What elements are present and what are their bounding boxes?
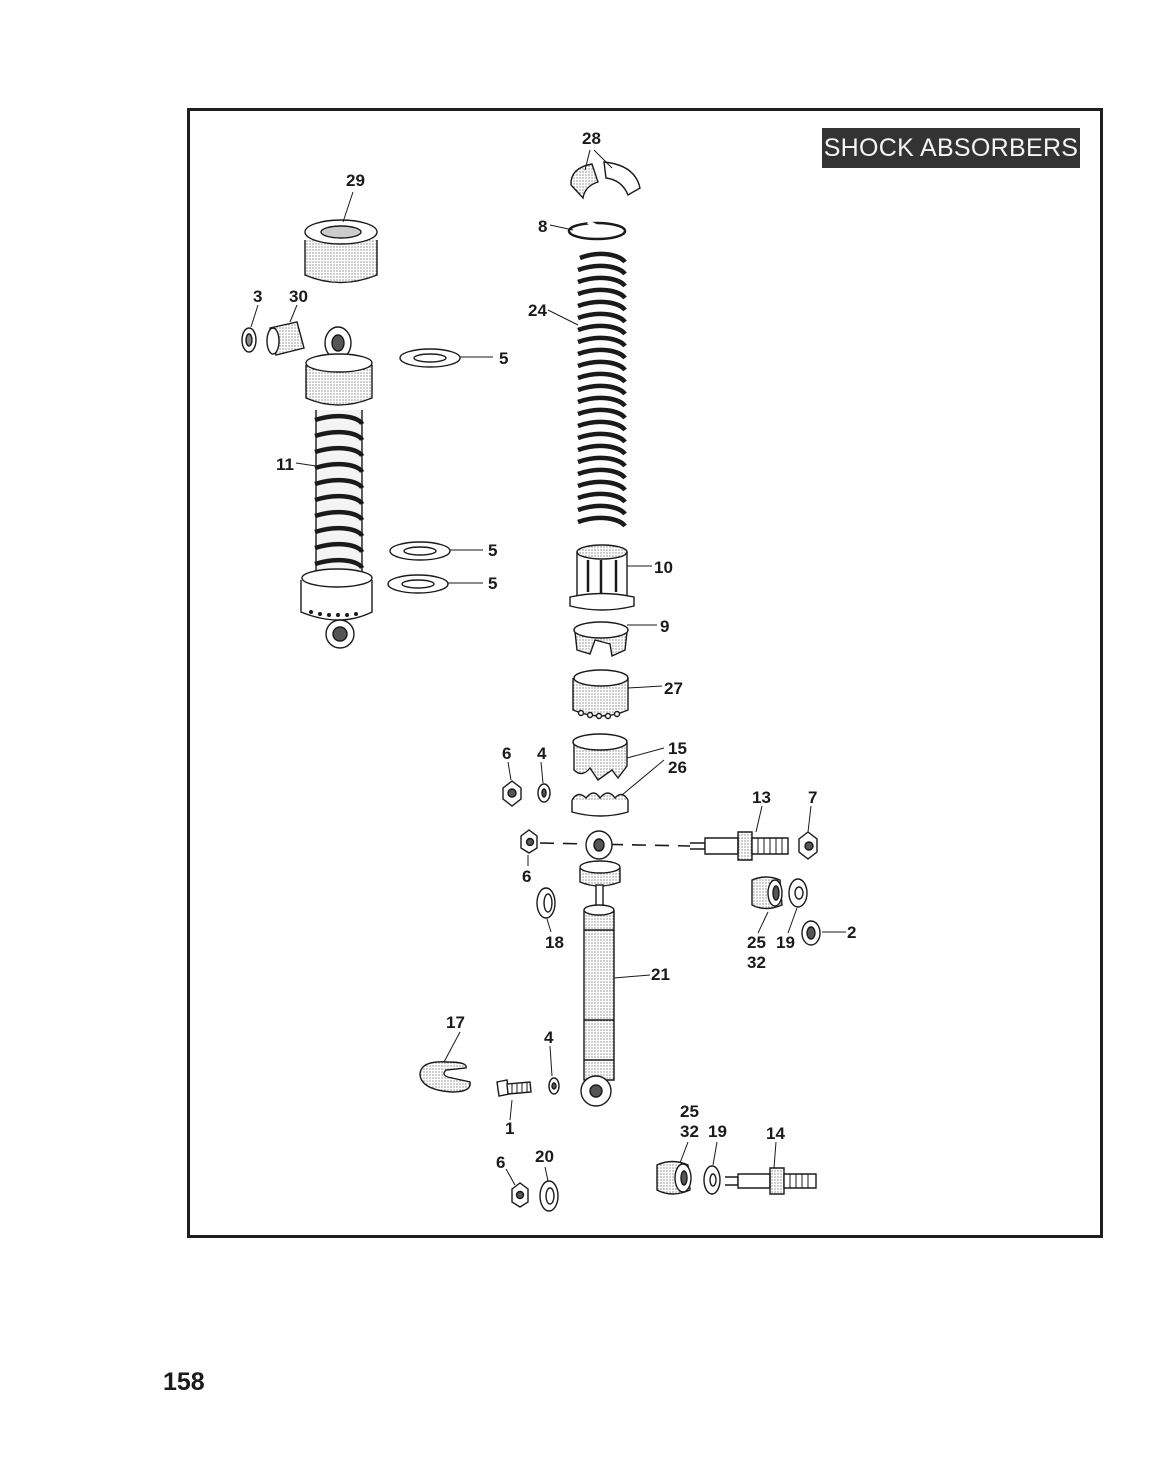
callout-6-lower: 6 xyxy=(496,1153,505,1172)
part-4-washer-upper xyxy=(537,783,551,803)
callout-17: 17 xyxy=(446,1013,465,1032)
callout-24: 24 xyxy=(528,301,547,320)
callout-18: 18 xyxy=(545,933,564,952)
callout-7: 7 xyxy=(808,788,817,807)
callout-30: 30 xyxy=(289,287,308,306)
callout-6-upper: 6 xyxy=(502,744,511,763)
section-title: SHOCK ABSORBERS xyxy=(822,128,1080,168)
callout-5-top: 5 xyxy=(499,349,508,368)
callout-5-middle: 5 xyxy=(488,541,497,560)
callout-3: 3 xyxy=(253,287,262,306)
callout-21: 21 xyxy=(651,965,670,984)
part-4-washer-lower xyxy=(548,1077,560,1095)
callout-10: 10 xyxy=(654,558,673,577)
part-18-bushing xyxy=(536,887,556,919)
callout-4-upper: 4 xyxy=(537,744,547,763)
callout-28: 28 xyxy=(582,129,601,148)
part-19-washer-upper xyxy=(788,878,808,908)
part-21-shock-body xyxy=(579,830,621,1107)
part-6-nut-middle xyxy=(520,829,538,854)
part-5-washer-bottom xyxy=(387,574,449,594)
part-19-washer-lower xyxy=(703,1165,721,1195)
part-2-washer xyxy=(801,920,821,946)
callout-27: 27 xyxy=(664,679,683,698)
part-6-nut-lower xyxy=(511,1182,529,1208)
part-5-washer-middle xyxy=(389,541,451,561)
part-27-adjuster xyxy=(572,669,629,720)
part-7-nut xyxy=(798,831,818,860)
part-1-bolt xyxy=(496,1079,532,1097)
part-14-stud xyxy=(725,1167,817,1195)
callout-8: 8 xyxy=(538,217,547,236)
part-28-split-keepers xyxy=(570,161,641,200)
part-11-shock-assembly xyxy=(300,326,373,649)
part-3-washer xyxy=(241,327,257,353)
callout-6-middle: 6 xyxy=(522,867,531,886)
part-17-clip xyxy=(419,1061,471,1093)
alignment-dashed-line xyxy=(539,842,691,847)
part-15-cam xyxy=(572,733,628,781)
part-8-retaining-ring xyxy=(567,220,627,241)
callout-labels: 29 3 30 5 11 5 5 28 8 24 10 9 27 15 26 6… xyxy=(253,129,856,1172)
callout-2: 2 xyxy=(847,923,856,942)
callout-11: 11 xyxy=(276,455,294,474)
callout-25-upper: 25 xyxy=(747,933,766,952)
callout-1: 1 xyxy=(505,1119,514,1138)
callout-5-bottom: 5 xyxy=(488,574,497,593)
part-6-nut-upper xyxy=(502,780,522,807)
part-25-bushing-upper xyxy=(751,876,783,910)
callout-14: 14 xyxy=(766,1124,785,1143)
callout-26: 26 xyxy=(668,758,687,777)
callout-19-lower: 19 xyxy=(708,1122,727,1141)
callout-25-lower: 25 xyxy=(680,1102,699,1121)
part-30-bushing xyxy=(266,321,305,356)
callout-32-upper: 32 xyxy=(747,953,766,972)
page-number: 158 xyxy=(163,1368,205,1396)
callout-19-upper: 19 xyxy=(776,933,795,952)
part-25-bushing-lower xyxy=(656,1160,692,1195)
callout-13: 13 xyxy=(752,788,771,807)
part-9-cam xyxy=(573,621,629,658)
part-29-cover xyxy=(304,219,378,284)
callout-15: 15 xyxy=(668,739,687,758)
part-26-cam xyxy=(571,792,629,817)
diagram-frame xyxy=(187,108,1103,1238)
part-24-spring xyxy=(577,251,627,528)
part-13-stud xyxy=(690,831,789,861)
part-10-spring-guide xyxy=(569,544,635,611)
callout-20: 20 xyxy=(535,1147,554,1166)
part-20-washer xyxy=(539,1180,559,1212)
leader-lines xyxy=(250,149,846,1186)
callout-9: 9 xyxy=(660,617,669,636)
callout-29: 29 xyxy=(346,171,365,190)
callout-4-lower: 4 xyxy=(544,1028,554,1047)
callout-32-lower: 32 xyxy=(680,1122,699,1141)
part-5-washer-top xyxy=(399,348,461,368)
